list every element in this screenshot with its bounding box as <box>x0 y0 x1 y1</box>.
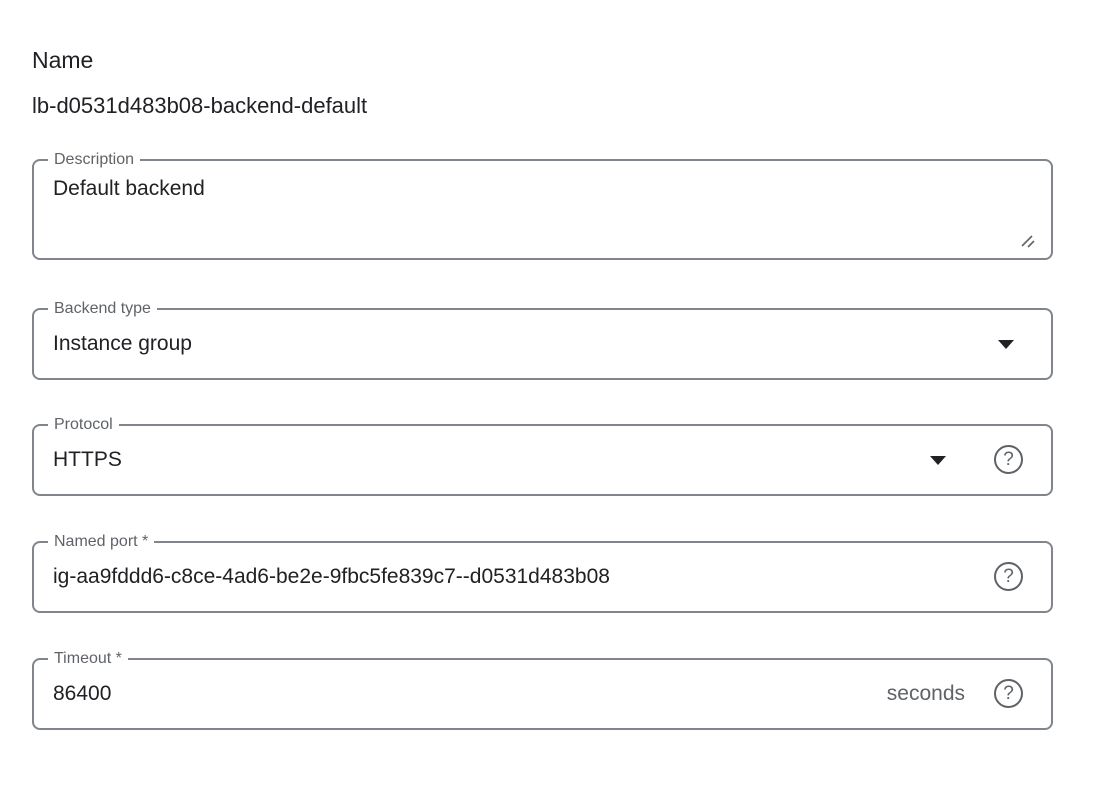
description-input[interactable]: Default backend <box>34 173 1051 247</box>
named-port-input[interactable] <box>53 565 931 589</box>
chevron-down-icon <box>998 340 1014 349</box>
protocol-label: Protocol <box>48 415 119 435</box>
description-field: Description Default backend <box>32 150 1053 260</box>
named-port-help-icon[interactable]: ? <box>994 562 1023 591</box>
description-field-label: Description <box>48 150 141 170</box>
named-port-label: Named port * <box>48 532 155 552</box>
name-label: Name <box>32 47 94 73</box>
timeout-field: Timeout * seconds ? <box>32 649 1053 730</box>
chevron-down-icon <box>930 456 946 465</box>
backend-edit-form: Name lb-d0531d483b08-backend-default Des… <box>32 46 1053 730</box>
timeout-help-icon[interactable]: ? <box>994 679 1023 708</box>
named-port-field: Named port * ? <box>32 532 1053 613</box>
timeout-input[interactable] <box>53 682 931 706</box>
backend-type-select[interactable]: Backend type Instance group <box>32 299 1053 380</box>
timeout-label: Timeout * <box>48 649 128 669</box>
protocol-value: HTTPS <box>53 448 122 471</box>
backend-type-label: Backend type <box>48 299 157 319</box>
resize-handle-icon[interactable] <box>1020 233 1036 249</box>
backend-type-value: Instance group <box>53 332 192 355</box>
name-value: lb-d0531d483b08-backend-default <box>32 93 368 118</box>
protocol-select[interactable]: Protocol HTTPS ? <box>32 415 1053 496</box>
timeout-unit-suffix: seconds <box>886 682 965 705</box>
protocol-help-icon[interactable]: ? <box>994 445 1023 474</box>
